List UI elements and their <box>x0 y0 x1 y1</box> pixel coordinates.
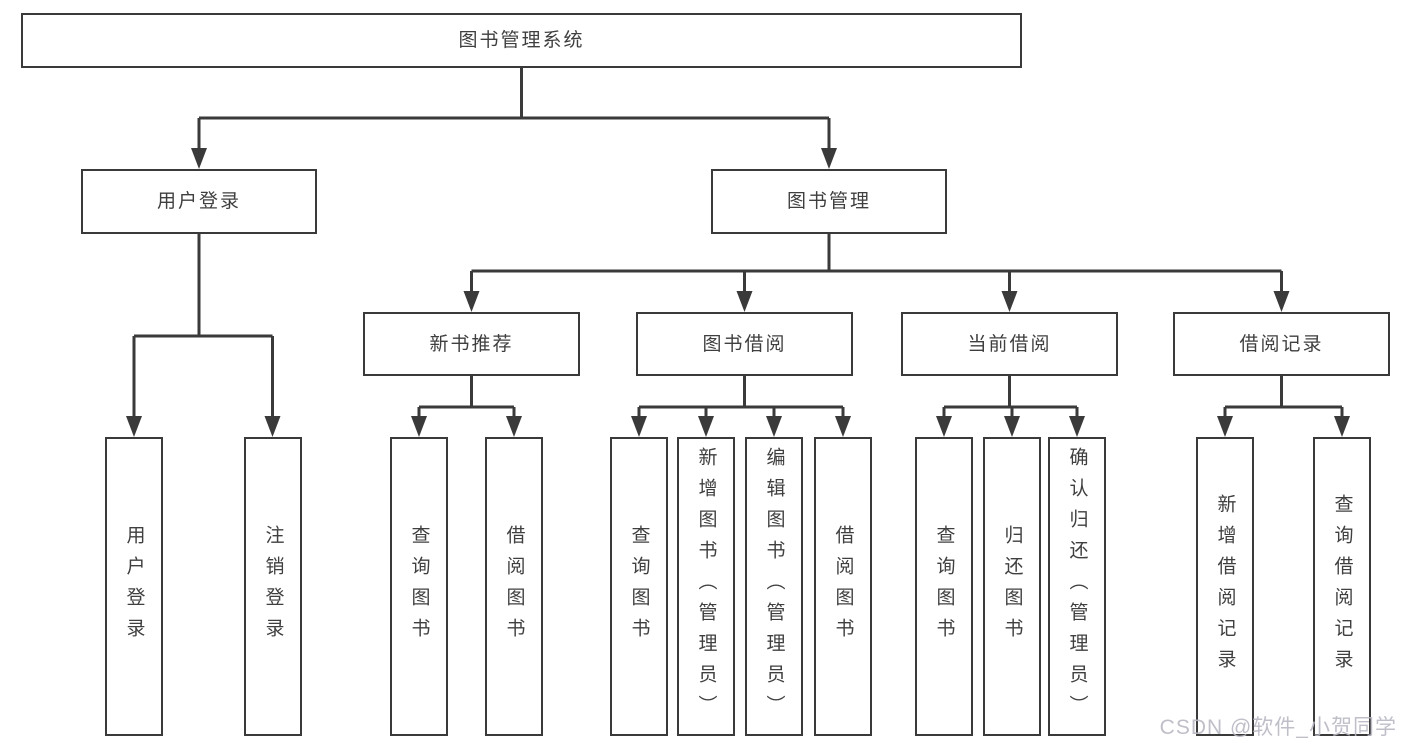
leaf-query-books-borrowing: 查询图书 <box>610 437 668 736</box>
leaf-user-login: 用户登录 <box>105 437 163 736</box>
node-current-borrowing: 当前借阅 <box>901 312 1118 376</box>
node-library-management-system: 图书管理系统 <box>21 13 1022 68</box>
leaf-logout: 注销登录 <box>244 437 302 736</box>
leaf-borrow-books-recommend: 借阅图书 <box>485 437 543 736</box>
leaf-borrow-books-borrowing: 借阅图书 <box>814 437 872 736</box>
leaf-query-borrow-record: 查询借阅记录 <box>1313 437 1371 736</box>
node-new-book-recommendation: 新书推荐 <box>363 312 580 376</box>
node-borrowing-records: 借阅记录 <box>1173 312 1390 376</box>
leaf-query-books-current: 查询图书 <box>915 437 973 736</box>
leaf-confirm-return-admin: 确认归还（管理员） <box>1048 437 1106 736</box>
node-book-borrowing: 图书借阅 <box>636 312 853 376</box>
node-user-login: 用户登录 <box>81 169 317 234</box>
node-book-management: 图书管理 <box>711 169 947 234</box>
leaf-query-books-recommend: 查询图书 <box>390 437 448 736</box>
leaf-return-book: 归还图书 <box>983 437 1041 736</box>
leaf-add-borrow-record: 新增借阅记录 <box>1196 437 1254 736</box>
leaf-edit-book-admin: 编辑图书（管理员） <box>745 437 803 736</box>
leaf-add-book-admin: 新增图书（管理员） <box>677 437 735 736</box>
csdn-watermark: CSDN @软件_小贺同学 <box>1159 716 1397 739</box>
